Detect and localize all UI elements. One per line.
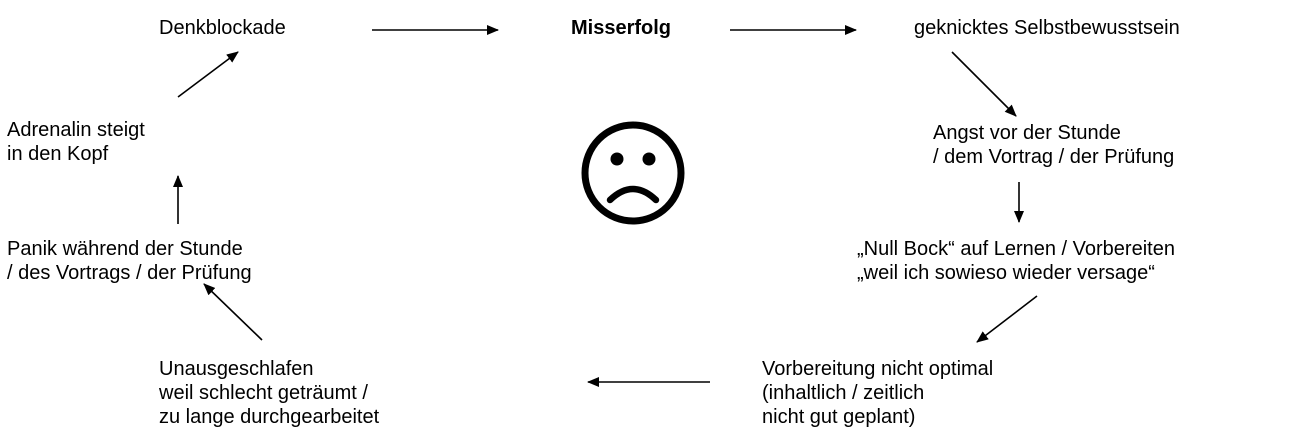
node-denkblockade: Denkblockade — [159, 16, 286, 40]
node-text-line-2: in den Kopf — [7, 143, 109, 165]
node-text-line-3: nicht gut geplant) — [762, 406, 916, 428]
node-text: geknicktes Selbstbewusstsein — [914, 17, 1180, 39]
node-text-line-2: / des Vortrags / der Prüfung — [7, 262, 252, 284]
node-adrenalin: Adrenalin steigt in den Kopf — [7, 118, 145, 166]
node-panik: Panik während der Stunde / des Vortrags … — [7, 237, 252, 285]
node-text-line-1: Unausgeschlafen — [159, 358, 314, 380]
arrow-unausgeschlafen-to-panik — [203, 283, 263, 341]
node-text-line-2: „weil ich sowieso wieder versage“ — [857, 262, 1155, 284]
node-text-line-2: (inhaltlich / zeitlich — [762, 382, 925, 404]
arrow-null-bock-to-vorbereitung — [976, 295, 1038, 343]
node-angst: Angst vor der Stunde / dem Vortrag / der… — [933, 121, 1174, 169]
node-null-bock: „Null Bock“ auf Lernen / Vorbereiten „we… — [857, 237, 1175, 285]
node-text-line-1: Panik während der Stunde — [7, 238, 243, 260]
node-text-line-2: weil schlecht geträumt / — [159, 382, 368, 404]
node-unausgeschlafen: Unausgeschlafen weil schlecht geträumt /… — [159, 357, 379, 429]
node-text-line-2: / dem Vortrag / der Prüfung — [933, 146, 1175, 168]
sad-face-icon — [581, 121, 685, 225]
node-text-line-1: Angst vor der Stunde — [933, 122, 1121, 144]
node-text-line-1: Vorbereitung nicht optimal — [762, 358, 994, 380]
node-text-line-1: „Null Bock“ auf Lernen / Vorbereiten — [857, 238, 1175, 260]
node-geknicktes-selbstbewusstsein: geknicktes Selbstbewusstsein — [914, 16, 1180, 40]
node-text-line-3: zu lange durchgearbeitet — [159, 406, 380, 428]
node-text: Misserfolg — [571, 17, 672, 39]
node-vorbereitung: Vorbereitung nicht optimal (inhaltlich /… — [762, 357, 993, 429]
arrow-adrenalin-to-denkblockade — [177, 51, 239, 98]
node-misserfolg: Misserfolg — [571, 16, 671, 40]
node-text-line-1: Adrenalin steigt — [7, 119, 145, 141]
arrow-selbstbewusstsein-to-angst — [951, 51, 1017, 117]
node-text: Denkblockade — [159, 17, 286, 39]
